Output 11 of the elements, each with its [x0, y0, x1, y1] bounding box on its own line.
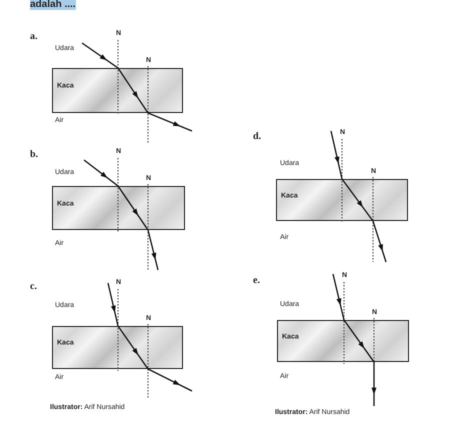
glass-slab — [52, 186, 185, 230]
option-letter: c. — [30, 282, 37, 292]
glass-slab — [52, 68, 183, 113]
option-letter: e. — [253, 276, 260, 286]
glass-slab — [277, 320, 409, 362]
glass-slab — [52, 326, 183, 369]
option-letter: b. — [30, 150, 38, 160]
option-letter: d. — [253, 132, 262, 142]
option-letter: a. — [30, 32, 38, 42]
glass-slab — [276, 179, 408, 221]
question-text: adalah .... — [30, 0, 76, 10]
